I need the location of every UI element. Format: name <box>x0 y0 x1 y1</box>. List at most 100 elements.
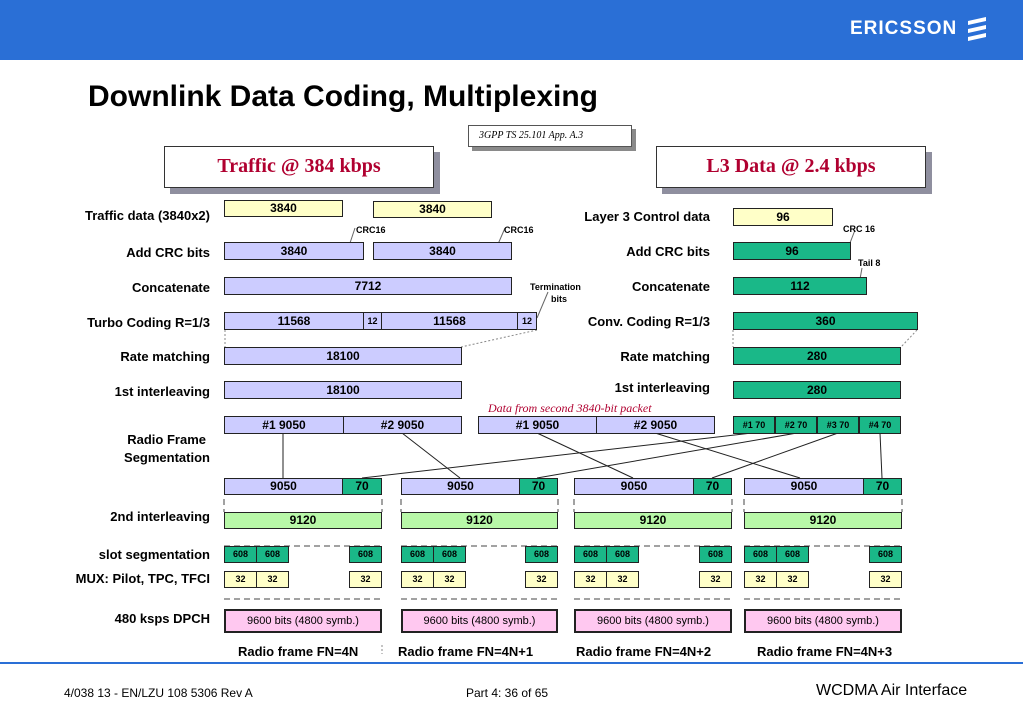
l3-rm-block: 280 <box>733 347 901 365</box>
label-radio-frame-1: Radio Frame <box>127 432 206 447</box>
mux-block: 32 <box>224 571 257 588</box>
frame-ctrl-block: 70 <box>519 478 558 495</box>
frame-ctrl-block: 70 <box>693 478 732 495</box>
turbo-block-a: 11568 <box>224 312 364 330</box>
mux-block: 32 <box>606 571 639 588</box>
seg-block-4: #2 9050 <box>596 416 715 434</box>
slot-block: 608 <box>574 546 607 563</box>
brand-logo-text: ERICSSON <box>850 18 958 39</box>
dpch-block: 9600 bits (4800 symb.) <box>224 609 382 633</box>
label-l3-control: Layer 3 Control data <box>584 209 710 224</box>
slot-block: 608 <box>699 546 732 563</box>
interleaving-block: 18100 <box>224 381 462 399</box>
dpch-block: 9600 bits (4800 symb.) <box>401 609 558 633</box>
frame-data-block: 9050 <box>401 478 520 495</box>
slot-block: 608 <box>606 546 639 563</box>
label-conv-coding: Conv. Coding R=1/3 <box>587 314 710 329</box>
label-l3-rate-matching: Rate matching <box>620 349 710 364</box>
l3-crc-block: 96 <box>733 242 851 260</box>
mux-block: 32 <box>744 571 777 588</box>
ericsson-logo-icon <box>968 17 986 41</box>
frame-data-block: 9050 <box>224 478 343 495</box>
label-radio-frame-2: Segmentation <box>124 450 210 465</box>
l3-seg-block-4: #4 70 <box>859 416 901 434</box>
frame-2nd-interleave-block: 9120 <box>224 512 382 529</box>
termination-note-2: bits <box>551 294 568 304</box>
l3-conv-block: 360 <box>733 312 918 330</box>
slot-block: 608 <box>776 546 809 563</box>
slot-block: 608 <box>256 546 289 563</box>
crc-block-b: 3840 <box>373 242 512 260</box>
label-add-crc: Add CRC bits <box>126 245 210 260</box>
label-l3-1st-interleaving: 1st interleaving <box>614 380 710 395</box>
frame-2nd-interleave-block: 9120 <box>574 512 732 529</box>
concat-block: 7712 <box>224 277 512 295</box>
radio-frame-label: Radio frame FN=4N <box>238 644 359 659</box>
footer-course-title: WCDMA Air Interface <box>816 682 968 699</box>
mux-block: 32 <box>349 571 382 588</box>
l3-crc-note: CRC 16 <box>843 224 876 234</box>
slot-block: 608 <box>433 546 466 563</box>
rate-matching-block: 18100 <box>224 347 462 365</box>
traffic-data-block-a: 3840 <box>224 200 343 217</box>
radio-frame-label: Radio frame FN=4N+3 <box>757 644 893 659</box>
l3-seg-block-1: #1 70 <box>733 416 775 434</box>
mux-block: 32 <box>776 571 809 588</box>
label-traffic-data: Traffic data (3840x2) <box>84 208 210 223</box>
label-l3-concatenate: Concatenate <box>631 279 710 294</box>
frame-2nd-interleave-block: 9120 <box>744 512 902 529</box>
radio-frame-label: Radio frame FN=4N+2 <box>576 644 712 659</box>
turbo-tail-a: 12 <box>363 312 382 330</box>
l3-concat-block: 112 <box>733 277 867 295</box>
radio-frame-label: Radio frame FN=4N+1 <box>398 644 534 659</box>
l3-tail-note: Tail 8 <box>858 258 881 268</box>
l3-il-block: 280 <box>733 381 901 399</box>
crc-note-b: CRC16 <box>504 225 534 235</box>
label-2nd-interleaving: 2nd interleaving <box>110 509 210 524</box>
label-turbo-coding: Turbo Coding R=1/3 <box>87 315 210 330</box>
slot-block: 608 <box>525 546 558 563</box>
l3-seg-block-2: #2 70 <box>775 416 817 434</box>
frame-data-block: 9050 <box>744 478 864 495</box>
label-slot-segmentation: slot segmentation <box>98 547 210 562</box>
footer-doc-id: 4/038 13 - EN/LZU 108 5306 Rev A <box>64 686 253 700</box>
label-l3-add-crc: Add CRC bits <box>626 244 710 259</box>
slot-block: 608 <box>349 546 382 563</box>
termination-note-1: Termination <box>530 282 581 292</box>
dpch-block: 9600 bits (4800 symb.) <box>744 609 902 633</box>
mux-block: 32 <box>699 571 732 588</box>
frame-ctrl-block: 70 <box>863 478 902 495</box>
l3-header: L3 Data @ 2.4 kbps <box>656 146 926 188</box>
frame-2nd-interleave-block: 9120 <box>401 512 558 529</box>
seg-block-3: #1 9050 <box>478 416 597 434</box>
mux-block: 32 <box>401 571 434 588</box>
dpch-block: 9600 bits (4800 symb.) <box>574 609 732 633</box>
label-1st-interleaving: 1st interleaving <box>114 384 210 399</box>
mux-block: 32 <box>433 571 466 588</box>
label-mux: MUX: Pilot, TPC, TFCI <box>75 571 210 586</box>
crc-block-a: 3840 <box>224 242 364 260</box>
crc-note-a: CRC16 <box>356 225 386 235</box>
reference-note: 3GPP TS 25.101 App. A.3 <box>468 125 632 147</box>
traffic-header: Traffic @ 384 kbps <box>164 146 434 188</box>
label-concatenate: Concatenate <box>131 280 210 295</box>
header-banner <box>0 0 1023 60</box>
l3-data-block: 96 <box>733 208 833 226</box>
traffic-data-block-b: 3840 <box>373 201 492 218</box>
slot-block: 608 <box>224 546 257 563</box>
slot-block: 608 <box>744 546 777 563</box>
mux-block: 32 <box>256 571 289 588</box>
footer-divider <box>0 662 1023 664</box>
second-packet-note: Data from second 3840-bit packet <box>488 401 652 415</box>
mux-block: 32 <box>869 571 902 588</box>
label-dpch: 480 ksps DPCH <box>114 611 210 626</box>
frame-data-block: 9050 <box>574 478 694 495</box>
frame-ctrl-block: 70 <box>342 478 382 495</box>
turbo-tail-b: 12 <box>517 312 537 330</box>
page-title: Downlink Data Coding, Multiplexing <box>88 80 598 113</box>
slot-block: 608 <box>401 546 434 563</box>
seg-block-1: #1 9050 <box>224 416 344 434</box>
seg-block-2: #2 9050 <box>343 416 462 434</box>
turbo-block-b: 11568 <box>381 312 518 330</box>
l3-seg-block-3: #3 70 <box>817 416 859 434</box>
